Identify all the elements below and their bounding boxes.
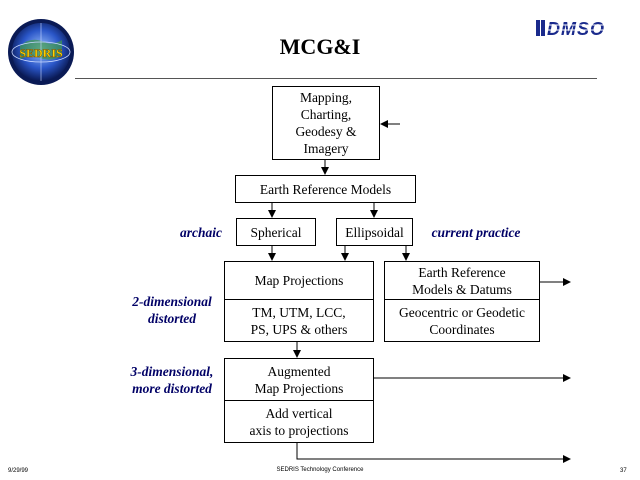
two-dimensional-label: 2-dimensional distorted	[132, 294, 212, 326]
map-projections-box: Map Projections TM, UTM, LCC, PS, UPS & …	[224, 261, 374, 342]
title-rule	[75, 78, 597, 79]
earth-datums-label: Earth Reference Models & Datums	[385, 262, 539, 300]
map-projections-types: TM, UTM, LCC, PS, UPS & others	[250, 304, 348, 337]
sedris-logo: SEDRIS	[8, 19, 74, 85]
page-title: MCG&I	[279, 34, 361, 59]
sedris-logo-text: SEDRIS	[19, 46, 63, 60]
dmso-logo: DMSO	[536, 17, 626, 39]
spherical-box: Spherical	[236, 218, 316, 246]
current-practice-label: current practice	[431, 225, 521, 240]
footer-conference: SEDRIS Technology Conference	[276, 467, 364, 473]
footer-date: 9/29/99	[8, 468, 29, 474]
arrow-bottom-out	[296, 443, 571, 463]
footer-page-number: 37	[620, 468, 627, 474]
ellipsoidal-box: Ellipsoidal	[336, 218, 413, 246]
augmented-projections-desc: Add vertical axis to projections	[249, 405, 349, 438]
archaic-label: archaic	[180, 225, 222, 240]
augmented-projections-label: Augmented Map Projections	[225, 359, 373, 401]
dmso-logo-text: DMSO	[547, 19, 605, 39]
augmented-projections-box: Augmented Map Projections Add vertical a…	[224, 358, 374, 443]
three-dimensional-label: 3-dimensional, more distorted	[130, 364, 214, 396]
mcgi-box: Mapping, Charting, Geodesy & Imagery	[272, 86, 380, 160]
earth-datums-box: Earth Reference Models & Datums Geocentr…	[384, 261, 540, 342]
earth-datums-coords: Geocentric or Geodetic Coordinates	[399, 304, 525, 337]
earth-reference-models-box: Earth Reference Models	[235, 175, 416, 203]
map-projections-label: Map Projections	[225, 262, 373, 300]
